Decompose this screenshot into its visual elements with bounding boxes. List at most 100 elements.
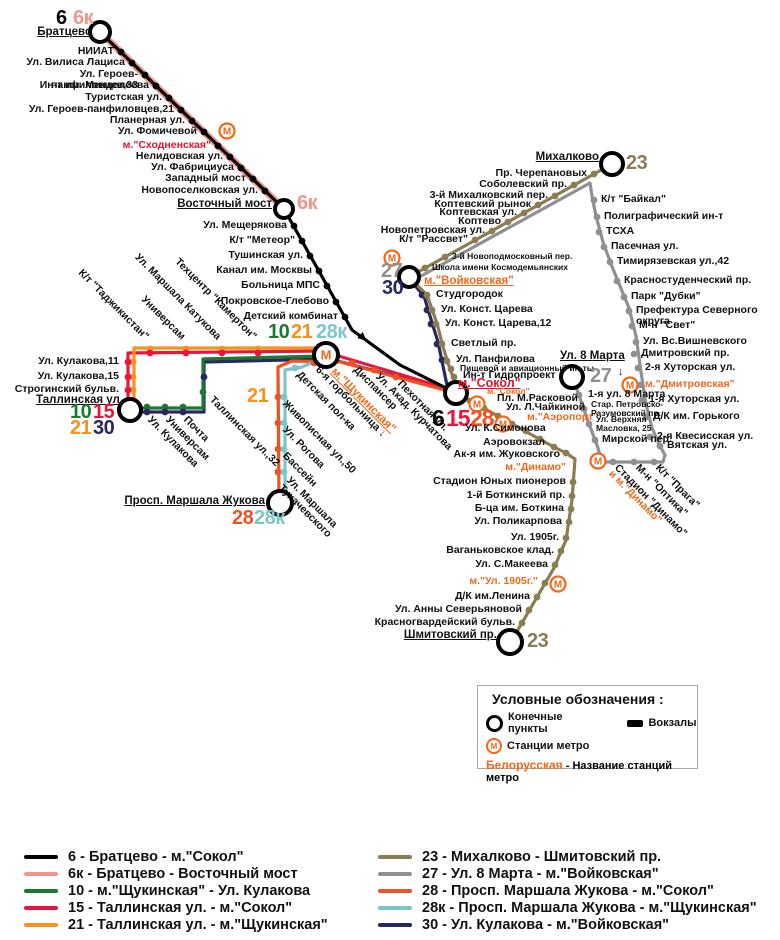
direction-arrow-icon bbox=[357, 332, 367, 342]
route-key-text: 27 - Ул. 8 Марта - м."Войковская" bbox=[422, 865, 659, 882]
stop-dot bbox=[143, 403, 151, 411]
stop-dot bbox=[280, 468, 288, 476]
stop-dot bbox=[590, 196, 598, 204]
metro-icon-letter: М bbox=[499, 420, 507, 431]
metro-station-icon bbox=[383, 249, 401, 267]
terminal-circle bbox=[559, 364, 585, 390]
route-key-row: 10 - м."Щукинская" - Ул. Кулакова bbox=[24, 882, 328, 899]
route-key-text: 6 - Братцево - м."Сокол" bbox=[68, 848, 244, 865]
stop-dot bbox=[438, 340, 446, 348]
stop-dot bbox=[534, 201, 542, 209]
metro-station-icon bbox=[549, 575, 567, 593]
route-key-text: 21 - Таллинская ул. - м."Щукинская" bbox=[68, 916, 328, 933]
route-key-right: 23 - Михалково - Шмитовский пр.27 - Ул. … bbox=[378, 848, 757, 933]
route-key-text: 23 - Михалково - Шмитовский пр. bbox=[422, 848, 662, 865]
route-line-10 bbox=[129, 354, 327, 410]
metro-station-icon bbox=[621, 376, 639, 394]
terminal-circle bbox=[88, 20, 112, 44]
metro-station-icon bbox=[589, 452, 607, 470]
stop-dot bbox=[129, 386, 137, 394]
stop-dot bbox=[593, 213, 601, 221]
terminal-circle bbox=[443, 380, 469, 406]
stop-dot bbox=[533, 593, 541, 601]
stop-dot bbox=[261, 187, 269, 195]
stop-dot bbox=[179, 408, 187, 416]
stop-dot bbox=[520, 209, 528, 217]
metro-icon-letter: М bbox=[223, 127, 231, 138]
stop-dot bbox=[428, 306, 436, 314]
legend-terminal-label: Конечные пункты bbox=[508, 711, 563, 735]
stop-dot bbox=[165, 94, 173, 102]
stop-dot bbox=[580, 405, 588, 413]
stop-dot bbox=[595, 228, 603, 236]
route-key-row: 21 - Таллинская ул. - м."Щукинская" bbox=[24, 916, 328, 933]
stop-dot bbox=[591, 436, 599, 444]
stop-dot bbox=[146, 349, 154, 357]
stop-dot bbox=[620, 293, 628, 301]
stop-dot bbox=[274, 419, 282, 427]
route-line-30 bbox=[128, 278, 450, 414]
stop-dot bbox=[341, 313, 349, 321]
stop-dot bbox=[418, 291, 426, 299]
legend-rail-label: Вокзалы bbox=[648, 717, 697, 729]
stop-dot bbox=[218, 349, 226, 357]
stop-dot bbox=[656, 442, 664, 450]
route-line-28k bbox=[283, 356, 324, 504]
stop-dot bbox=[177, 106, 185, 114]
route-key-left: 6 - Братцево - м."Сокол"6к - Братцево - … bbox=[24, 848, 328, 933]
stop-dot bbox=[568, 492, 576, 500]
route-color-swatch bbox=[24, 905, 58, 910]
stop-dot bbox=[129, 358, 137, 366]
stop-dot bbox=[423, 291, 431, 299]
stop-dot bbox=[423, 306, 431, 314]
stop-dot bbox=[432, 320, 440, 328]
route-color-swatch bbox=[378, 871, 412, 876]
metro-icon-letter: М bbox=[594, 457, 602, 468]
route-line-27 bbox=[410, 181, 667, 464]
legend-example-metro-name: Белорусская bbox=[486, 758, 563, 772]
stop-dot bbox=[550, 443, 558, 451]
route-key-text: 15 - Таллинская ул. - м."Сокол" bbox=[68, 899, 293, 916]
stop-dot bbox=[280, 445, 288, 453]
stop-dot bbox=[590, 170, 598, 178]
stop-dot bbox=[332, 298, 340, 306]
terminal-icon bbox=[486, 714, 503, 732]
stop-dot bbox=[200, 373, 208, 381]
stop-dot bbox=[200, 128, 208, 136]
stop-dot bbox=[117, 48, 125, 56]
stop-dot bbox=[600, 243, 608, 251]
route-line-23-south bbox=[454, 391, 577, 642]
route-key-text: 10 - м."Щукинская" - Ул. Кулакова bbox=[68, 882, 311, 899]
route-color-swatch bbox=[24, 854, 58, 859]
stop-dot bbox=[522, 427, 530, 435]
route-key-text: 28 - Просп. Маршала Жукова - м."Сокол" bbox=[422, 882, 714, 899]
stop-dot bbox=[128, 59, 136, 67]
stop-dot bbox=[625, 307, 633, 315]
stop-dot bbox=[551, 192, 559, 200]
route-color-swatch bbox=[378, 905, 412, 910]
stop-dot bbox=[392, 373, 400, 381]
terminal-circle bbox=[397, 265, 421, 289]
stop-dot bbox=[280, 393, 288, 401]
route-color-swatch bbox=[378, 922, 412, 927]
route-key-row: 6к - Братцево - Восточный мост bbox=[24, 865, 328, 882]
route-color-swatch bbox=[24, 888, 58, 893]
stop-dot bbox=[226, 153, 234, 161]
stop-dot bbox=[280, 419, 288, 427]
stop-dot bbox=[450, 373, 458, 381]
stop-dot bbox=[541, 579, 549, 587]
metro-icon-letter: М bbox=[626, 381, 634, 392]
stop-dot bbox=[504, 218, 512, 226]
stop-dot bbox=[290, 222, 298, 230]
stop-dot bbox=[274, 468, 282, 476]
stop-dot bbox=[427, 320, 435, 328]
stop-dot bbox=[525, 606, 533, 614]
stop-dot bbox=[642, 413, 650, 421]
legend-metro-label: Станции метро bbox=[507, 740, 590, 752]
terminal-circle bbox=[266, 489, 294, 517]
metro-icon: М bbox=[486, 738, 502, 754]
terminal-circle bbox=[599, 151, 625, 177]
route-line-6 bbox=[98, 30, 454, 393]
terminal-circle bbox=[273, 198, 295, 220]
stop-dot bbox=[433, 340, 441, 348]
